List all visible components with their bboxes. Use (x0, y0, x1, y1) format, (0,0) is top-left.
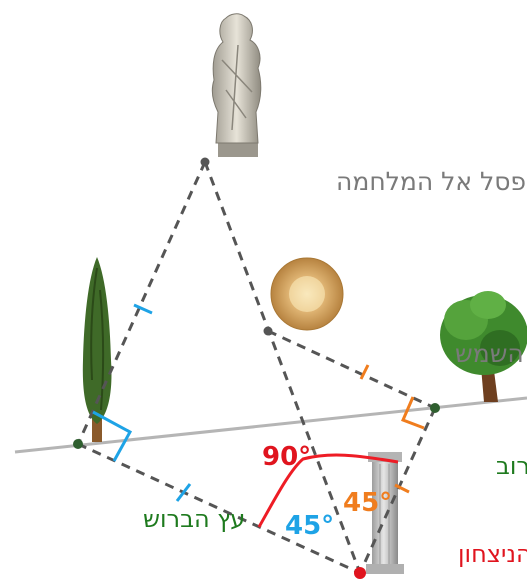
label-statue-sun-goddess: פסל לאלת השמש (455, 339, 527, 368)
label-victory-pillar: עמוד הניצחון (458, 540, 527, 568)
angle-arc-red (257, 453, 399, 528)
pillar-icon (366, 452, 404, 574)
statue-icon (211, 13, 262, 157)
tick-mark-blue (133, 303, 153, 315)
segment-sun-carob (267, 329, 436, 410)
label-statue-war-god: פסל אל המלחמה (336, 167, 526, 196)
point-pillar (354, 567, 366, 579)
tick-mark-orange (359, 364, 370, 380)
tick-mark-orange (394, 483, 410, 494)
ground-line (14, 396, 527, 454)
right-angle-marker-orange (400, 396, 425, 430)
angle-label-90: 90° (262, 442, 311, 472)
segment-statue-cypress (76, 161, 207, 445)
point-carob (430, 403, 440, 413)
right-angle-marker-blue (92, 410, 133, 462)
point-cypress (73, 439, 83, 449)
point-sun-statue (263, 326, 273, 336)
dashed-segments (76, 161, 437, 575)
segment-carob-pillar (358, 407, 437, 574)
carob-tree-icon (440, 291, 527, 402)
label-carob-tree: עץ החרוב (496, 452, 527, 480)
sun-icon (270, 257, 344, 331)
segment-cypress-pillar (77, 442, 361, 575)
angle-label-45-orange: 45° (343, 488, 392, 518)
point-statue (200, 157, 210, 167)
angle-label-45-blue: 45° (285, 511, 334, 541)
label-cypress-tree: עץ הברוש (143, 505, 245, 533)
tick-mark-blue (175, 483, 192, 502)
